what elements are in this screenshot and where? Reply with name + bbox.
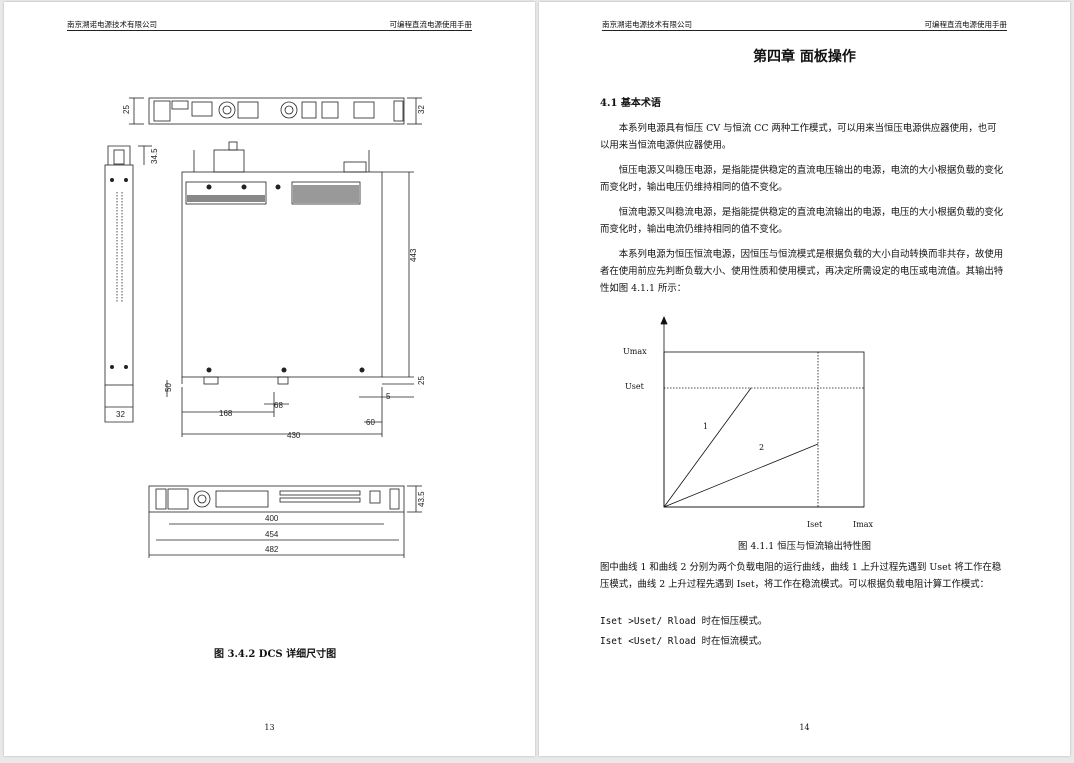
dim-454: 454 (265, 530, 279, 539)
manual-page-14: 南京溯诺电源技术有限公司 可编程直流电源使用手册 第四章 面板操作 4.1 基本… (539, 2, 1070, 756)
note-paragraph: 图中曲线 1 和曲线 2 分别为两个负载电阻的运行曲线，曲线 1 上升过程先遇到… (600, 562, 1002, 590)
manual-page-13: 南京溯诺电源技术有限公司 可编程直流电源使用手册 (4, 2, 535, 756)
paragraph-4: 本系列电源为恒压恒流电源，因恒压与恒流模式是根据负载的大小自动转换而非共存，故使… (600, 249, 1004, 294)
dim-60: 60 (366, 418, 375, 427)
dim-top-height-right: 32 (417, 105, 426, 114)
page-header: 南京溯诺电源技术有限公司 可编程直流电源使用手册 (602, 18, 1007, 31)
label-iset: Iset (807, 520, 823, 529)
header-manual-title: 可编程直流电源使用手册 (389, 20, 473, 29)
label-curve-2: 2 (759, 443, 764, 452)
label-imax: Imax (853, 520, 874, 529)
rule-constant-current: Iset <Uset/ Rload 时在恒流模式。 (600, 636, 768, 647)
curve-1 (663, 387, 752, 508)
dim-482: 482 (265, 545, 279, 554)
label-uset: Uset (625, 382, 645, 391)
figure-caption: 图 3.4.2 DCS 详细尺寸图 (214, 649, 337, 660)
operating-boundary (663, 351, 865, 508)
side-view (104, 164, 134, 386)
dim-depth: 443 (409, 248, 418, 262)
dim-430: 430 (287, 431, 301, 440)
header-company: 南京溯诺电源技术有限公司 (602, 20, 692, 29)
label-umax: Umax (623, 347, 647, 356)
dim-side-handle: 34.5 (150, 148, 159, 164)
front-panel-view (148, 485, 405, 513)
label-curve-1: 1 (703, 422, 708, 431)
paragraph-2: 恒压电源又叫稳压电源，是指能提供稳定的直流电压输出的电源，电流的大小根据负载的变… (600, 165, 1004, 193)
figure-caption: 图 4.1.1 恒压与恒流输出特性图 (738, 541, 871, 552)
page-number: 13 (264, 723, 275, 732)
dim-top-height: 25 (122, 105, 131, 114)
dim-5: 5 (386, 392, 391, 401)
dim-68: 68 (274, 401, 283, 410)
paragraph-3: 恒流电源又叫稳流电源，是指能提供稳定的直流电流输出的电源，电压的大小根据负载的变… (600, 207, 1004, 235)
dim-rear-offset: 25 (417, 376, 426, 385)
page-number: 14 (799, 723, 810, 732)
paragraph-1: 本系列电源具有恒压 CV 与恒流 CC 两种工作模式，可以用来当恒压电源供应器使… (600, 123, 997, 151)
chapter-title: 第四章 面板操作 (753, 49, 856, 65)
rule-constant-voltage: Iset >Uset/ Rload 时在恒压模式。 (600, 616, 768, 627)
dim-side-width: 32 (116, 410, 125, 419)
page-header: 南京溯诺电源技术有限公司 可编程直流电源使用手册 (67, 18, 472, 31)
dim-front-height: 43.5 (417, 491, 426, 507)
header-company: 南京溯诺电源技术有限公司 (67, 20, 157, 29)
section-title: 4.1 基本术语 (600, 98, 661, 109)
header-manual-title: 可编程直流电源使用手册 (924, 20, 1008, 29)
dimension-drawing: 25 32 34.5 443 25 50 32 168 68 5 60 430 … (104, 97, 426, 558)
curve-2 (663, 443, 819, 508)
dim-168: 168 (219, 409, 233, 418)
dim-foot-height: 50 (164, 383, 173, 392)
output-characteristic-chart: Umax Uset Iset Imax 1 2 (623, 315, 874, 529)
dim-400: 400 (265, 514, 279, 523)
rear-panel-view (148, 97, 405, 125)
